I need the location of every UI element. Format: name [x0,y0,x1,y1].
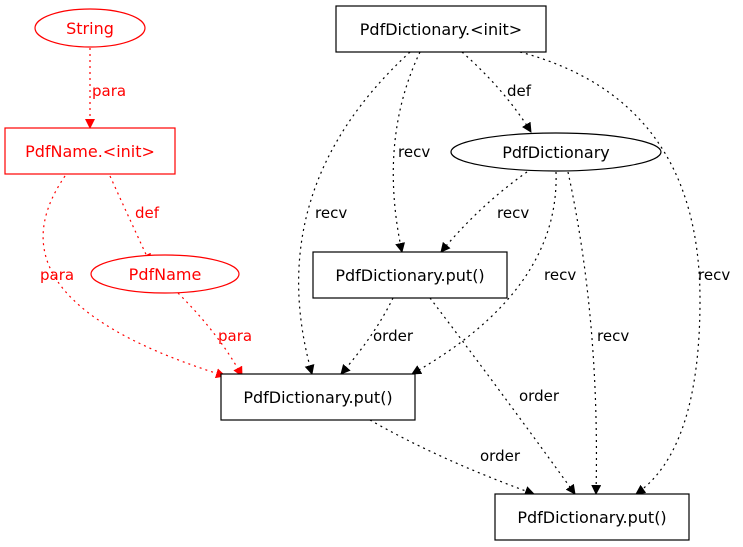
node-shape [34,8,146,48]
node-shape [220,373,416,421]
edge-pdfdict-init-to-put-c: recv [519,51,730,495]
edge-line [461,51,532,133]
edge-line [340,297,394,375]
edge-line [298,51,411,375]
edge-label: recv [315,204,347,222]
edge-pdfname-init-to-put-b: para [40,175,226,379]
edge-label: para [92,82,126,100]
edge-line [440,171,528,253]
edge-pdfdict-to-put-a: recv [440,171,529,253]
edge-pdfname-to-put-b: para [177,292,252,377]
node-shape [312,251,508,299]
edge-line [177,292,243,377]
edge-line [369,419,535,496]
node-label: PdfDictionary.put() [517,508,666,527]
node-pdfname-init: PdfName.<init> [4,127,176,175]
edge-label: recv [597,327,629,345]
edge-label: recv [398,143,430,161]
nodes: StringPdfName.<init>PdfNamePdfDictionary… [4,5,690,541]
edge-line [567,171,602,495]
edge-label: order [519,387,560,405]
node-shape [494,493,690,541]
node-put-b: PdfDictionary.put() [220,373,416,421]
edge-pdfdict-to-put-b: recv [411,171,576,375]
edge-put-a-to-put-c: order [429,297,576,495]
edge-label: para [40,266,74,284]
edge-pdfdict-init-to-put-b: recv [298,51,411,375]
node-shape [450,132,662,172]
edge-put-a-to-put-b: order [340,297,414,375]
edge-pdfdict-init-to-pdfdict: def [461,51,532,133]
edge-label: para [218,327,252,345]
edge-pdfdict-init-to-put-a: recv [392,51,430,253]
node-pdfname: PdfName [90,254,240,294]
node-label: PdfDictionary [502,143,610,162]
edge-label: def [135,204,160,222]
edge-line [519,51,701,495]
edge-pdfname-init-to-pdfname: def [109,175,160,264]
node-pdfdict: PdfDictionary [450,132,662,172]
edge-string-to-pdfname-init: para [85,48,126,129]
node-label: PdfDictionary.<init> [360,20,522,39]
node-shape [4,127,176,175]
edge-label: def [507,82,532,100]
node-label: PdfDictionary.put() [335,266,484,285]
edge-label: recv [544,266,576,284]
node-put-c: PdfDictionary.put() [494,493,690,541]
edge-line [392,51,421,253]
node-pdfdict-init: PdfDictionary.<init> [335,5,547,53]
edge-put-b-to-put-c: order [369,419,535,496]
node-label: PdfName.<init> [25,142,155,161]
edge-label: recv [698,266,730,284]
node-label: PdfDictionary.put() [243,388,392,407]
edge-pdfdict-to-put-c: recv [567,171,629,495]
node-label: String [66,19,114,38]
node-put-a: PdfDictionary.put() [312,251,508,299]
node-shape [90,254,240,294]
edge-line [42,175,226,379]
edge-label: order [373,327,414,345]
edges: para def para para def recv recv recv recv recv re… [40,48,730,496]
node-shape [335,5,547,53]
node-string: String [34,8,146,48]
edge-label: recv [497,204,529,222]
node-label: PdfName [129,265,202,284]
edge-label: order [480,447,521,465]
